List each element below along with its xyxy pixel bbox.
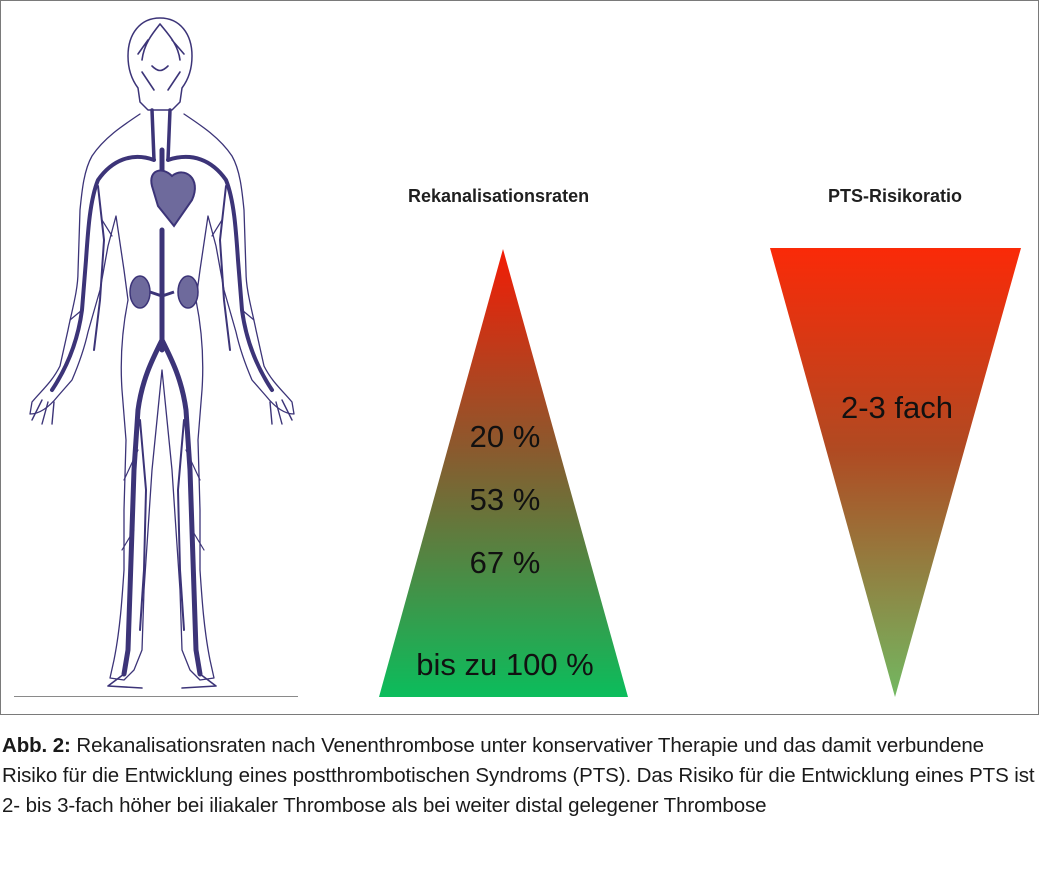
pts-risk-triangle	[770, 248, 1021, 697]
rate-label-3: 67 %	[470, 545, 541, 580]
recanalization-triangle	[379, 249, 628, 697]
rate-label-1: 20 %	[470, 419, 541, 454]
recanalization-heading: Rekanalisationsraten	[408, 186, 590, 206]
human-venous-system-icon	[29, 17, 295, 689]
caption-label: Abb. 2:	[2, 734, 71, 757]
pts-risk-heading: PTS-Risikoratio	[828, 186, 963, 206]
illustration-baseline	[14, 696, 298, 697]
figure-caption: Abb. 2: Rekanalisationsraten nach Venent…	[2, 731, 1038, 821]
pts-risk-label: 2-3 fach	[841, 390, 953, 425]
triangle-diagram: 20 % 53 % 67 % bis zu 100 % 2-3 fach	[379, 248, 1021, 697]
rate-label-4: bis zu 100 %	[416, 647, 594, 682]
caption-text: Rekanalisationsraten nach Venenthrombose…	[2, 734, 1035, 817]
rate-label-2: 53 %	[470, 482, 541, 517]
